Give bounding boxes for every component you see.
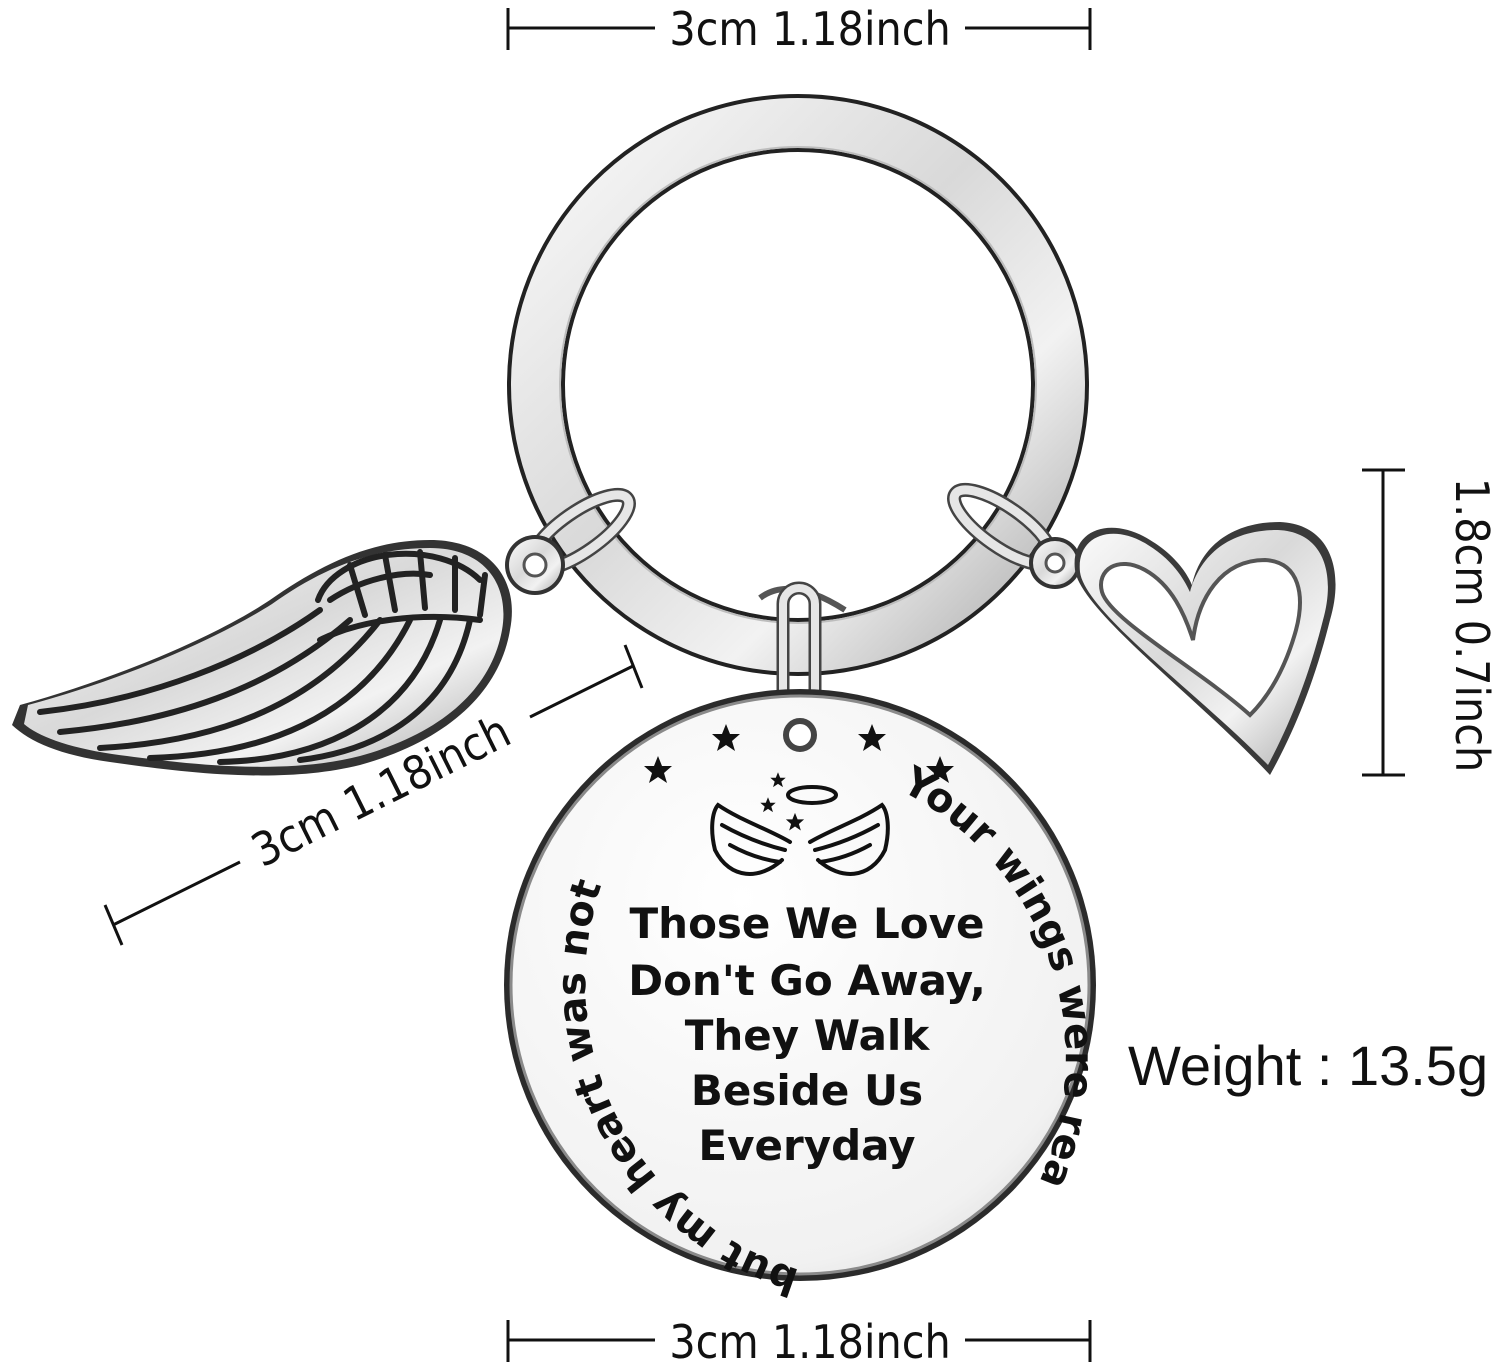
heart-dimension: 1.8cm 0.7inch	[1362, 468, 1499, 777]
bottom-dimension: 3cm 1.18inch	[506, 1315, 1092, 1369]
pendant-line-3: They Walk	[685, 1011, 931, 1060]
heart-charm	[1029, 522, 1336, 775]
jump-rings	[524, 482, 1059, 753]
pendant-center-text: Those We Love Don't Go Away, They Walk B…	[628, 899, 986, 1170]
bottom-dimension-label: 3cm 1.18inch	[669, 1315, 950, 1369]
pendant-line-2: Don't Go Away,	[628, 956, 986, 1005]
heart-dimension-label: 1.8cm 0.7inch	[1445, 478, 1499, 773]
pendant-line-4: Beside Us	[691, 1066, 923, 1115]
key-ring	[507, 94, 1089, 676]
weight-label: Weight : 13.5g	[1128, 1034, 1488, 1097]
top-dimension: 3cm 1.18inch	[506, 2, 1092, 56]
pendant-line-5: Everyday	[698, 1121, 915, 1170]
pendant-line-1: Those We Love	[630, 899, 985, 948]
angel-wings-halo-icon	[710, 772, 890, 876]
top-dimension-label: 3cm 1.18inch	[669, 2, 950, 56]
angel-wing-charm	[12, 535, 565, 776]
